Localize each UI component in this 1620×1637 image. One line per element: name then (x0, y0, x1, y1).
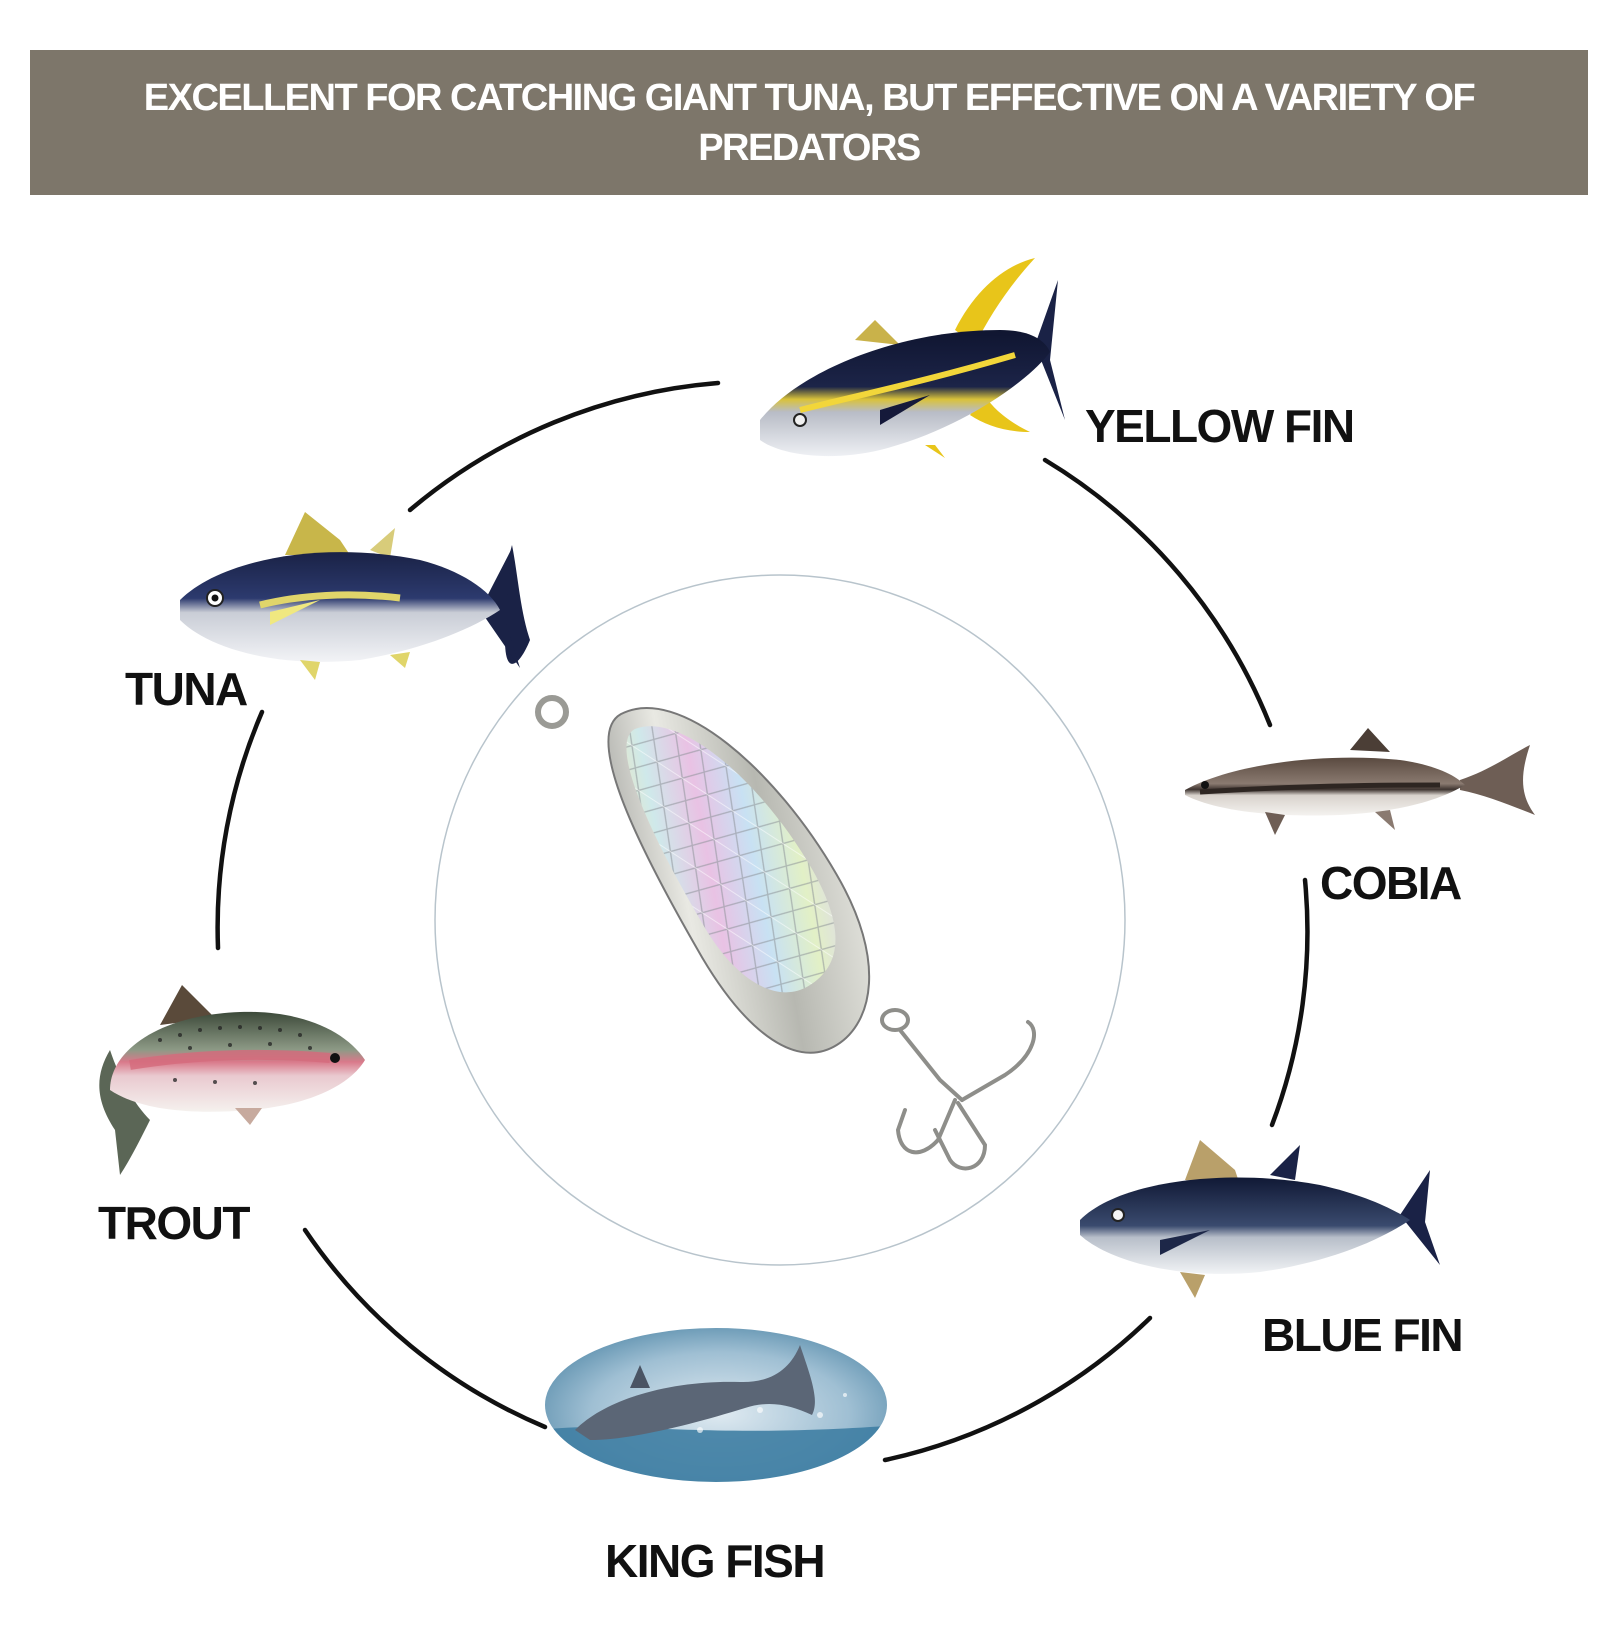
label-king-fish: KING FISH (605, 1535, 826, 1587)
jumping-kingfish-photo (544, 1327, 888, 1483)
center-circle (434, 574, 1126, 1266)
banner-title: EXCELLENT FOR CATCHING GIANT TUNA, BUT E… (143, 76, 1476, 169)
yellowfin-tuna-illustration (760, 258, 1065, 458)
label-yellow-fin: YELLOW FIN (1085, 400, 1355, 452)
ring-arc-kingfish-to-trout (302, 1227, 548, 1430)
label-blue-fin: BLUE FIN (1262, 1309, 1464, 1361)
rainbow-trout-illustration (99, 985, 365, 1175)
label-cobia: COBIA (1320, 857, 1462, 909)
tuna-illustration (180, 512, 530, 680)
spoon-lure-icon (535, 695, 1037, 1171)
ring-arc-tuna-to-yellowfin (407, 380, 721, 513)
ring-arc-bluefin-to-kingfish (882, 1315, 1153, 1463)
ring-arc-cobia-to-bluefin (1269, 877, 1310, 1128)
title-banner: EXCELLENT FOR CATCHING GIANT TUNA, BUT E… (30, 50, 1588, 195)
ring-arc-trout-to-tuna (215, 709, 265, 951)
cycle-ring (215, 380, 1310, 1463)
cobia-illustration (1185, 728, 1535, 835)
label-tuna: TUNA (125, 663, 248, 715)
ring-arc-yellowfin-to-cobia (1042, 457, 1273, 728)
label-trout: TROUT (98, 1197, 250, 1249)
bluefin-tuna-illustration (1080, 1140, 1440, 1298)
